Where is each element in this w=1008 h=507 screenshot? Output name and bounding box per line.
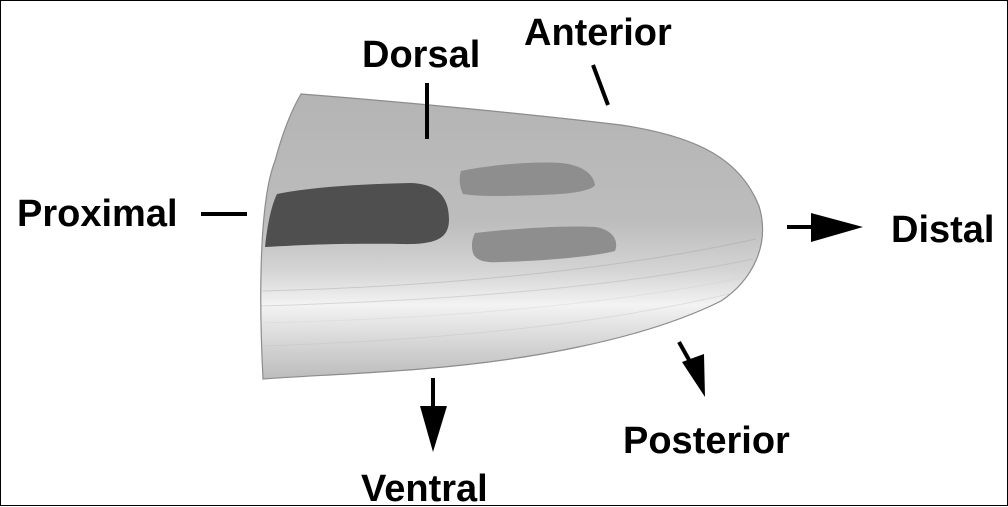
distal-arrow-icon — [787, 213, 863, 242]
proximal-label: Proximal — [17, 193, 178, 235]
ventral-label: Ventral — [361, 468, 488, 507]
ventral-arrow-icon — [420, 378, 447, 452]
anterior-label: Anterior — [524, 12, 672, 54]
dorsal-label: Dorsal — [362, 34, 480, 76]
distal-label: Distal — [891, 209, 994, 251]
posterior-label: Posterior — [623, 420, 790, 462]
anterior-pointer-line — [593, 65, 608, 105]
dark-region — [265, 183, 449, 247]
posterior-arrow-icon — [679, 342, 705, 397]
